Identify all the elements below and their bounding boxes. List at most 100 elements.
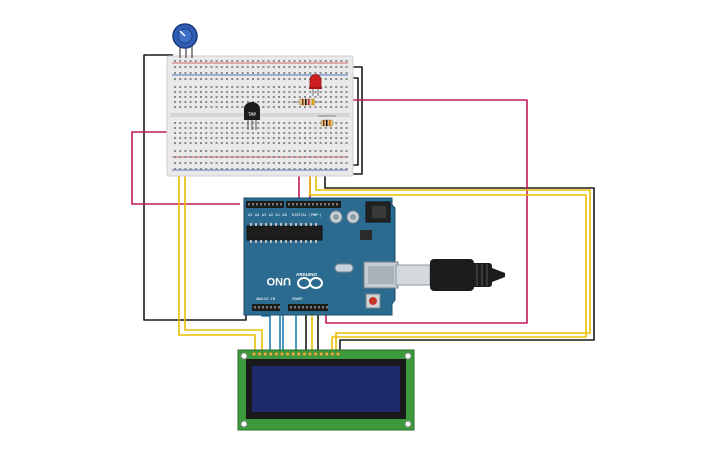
- breadboard-hole: [226, 137, 228, 139]
- breadboard-hole: [288, 122, 291, 124]
- breadboard-hole: [210, 91, 213, 93]
- resistor-icon[interactable]: [318, 115, 336, 127]
- breadboard-hole: [241, 122, 244, 124]
- breadboard-hole: [252, 78, 254, 80]
- breadboard-hole: [174, 156, 176, 158]
- breadboard-hole: [241, 86, 244, 88]
- breadboard-hole: [324, 150, 327, 152]
- breadboard-hole: [314, 162, 317, 164]
- breadboard-hole: [330, 127, 332, 129]
- breadboard-hole: [241, 78, 244, 80]
- breadboard-hole: [241, 91, 244, 93]
- breadboard-hole: [252, 162, 254, 164]
- breadboard-hole: [345, 162, 348, 164]
- breadboard-hole: [330, 96, 332, 98]
- breadboard-hole: [304, 137, 306, 139]
- breadboard-hole: [288, 106, 291, 108]
- breadboard-hole: [215, 132, 218, 134]
- breadboard-hole: [267, 72, 270, 74]
- chip-pin: [260, 223, 262, 226]
- breadboard-hole: [283, 60, 286, 62]
- header-pin: [306, 306, 308, 309]
- chip-pin: [300, 223, 302, 226]
- breadboard-hole: [288, 156, 291, 158]
- breadboard-hole: [335, 150, 338, 152]
- breadboard-hole: [236, 137, 239, 139]
- chip-pin: [265, 240, 267, 243]
- breadboard-hole: [215, 162, 218, 164]
- header-pin: [294, 306, 296, 309]
- breadboard-hole: [298, 156, 301, 158]
- breadboard-hole: [319, 137, 322, 139]
- breadboard-hole: [210, 156, 213, 158]
- led-icon[interactable]: [309, 74, 322, 97]
- breadboard-hole: [231, 156, 234, 158]
- breadboard-hole: [314, 156, 317, 158]
- breadboard-hole: [246, 60, 249, 62]
- breadboard-hole: [252, 86, 254, 88]
- breadboard-hole: [194, 127, 197, 129]
- potentiometer-icon[interactable]: [172, 23, 198, 58]
- breadboard-hole: [340, 72, 343, 74]
- breadboard-hole: [210, 122, 213, 124]
- breadboard-hole: [335, 72, 338, 74]
- breadboard-hole: [298, 66, 301, 68]
- resistor-icon[interactable]: [292, 98, 322, 106]
- breadboard-hole: [324, 72, 327, 74]
- breadboard-hole: [330, 137, 332, 139]
- breadboard-hole: [283, 91, 286, 93]
- chip-pin: [290, 223, 292, 226]
- breadboard-hole: [174, 101, 176, 103]
- breadboard-hole: [298, 162, 301, 164]
- breadboard-hole: [288, 91, 291, 93]
- breadboard-hole: [262, 162, 265, 164]
- breadboard-hole: [298, 106, 301, 108]
- breadboard-hole: [205, 96, 208, 98]
- breadboard-hole: [330, 72, 332, 74]
- breadboard-hole: [179, 91, 182, 93]
- breadboard-hole: [236, 66, 239, 68]
- breadboard-hole: [184, 150, 187, 152]
- breadboard-hole: [304, 122, 306, 124]
- breadboard-hole: [241, 137, 244, 139]
- breadboard-hole: [298, 150, 301, 152]
- breadboard-hole: [262, 78, 265, 80]
- breadboard-hole: [220, 106, 223, 108]
- header-pin: [270, 306, 272, 309]
- breadboard-hole: [220, 137, 223, 139]
- sensor-label: TMP: [248, 112, 256, 118]
- temperature-sensor[interactable]: TMP: [244, 102, 260, 130]
- breadboard-hole: [304, 162, 306, 164]
- breadboard-hole: [272, 122, 275, 124]
- breadboard-hole: [252, 72, 254, 74]
- breadboard-hole: [226, 156, 228, 158]
- breadboard-hole: [283, 96, 286, 98]
- header-pin: [278, 306, 280, 309]
- breadboard-hole: [267, 66, 270, 68]
- lcd-pin: [330, 351, 335, 357]
- breadboard-hole: [184, 66, 187, 68]
- breadboard-hole: [220, 78, 223, 80]
- breadboard-hole: [267, 137, 270, 139]
- breadboard-hole: [335, 86, 338, 88]
- chip-pin: [285, 240, 287, 243]
- breadboard-hole: [200, 101, 202, 103]
- lcd-pin: [324, 351, 329, 357]
- breadboard-hole: [231, 127, 234, 129]
- breadboard-hole: [205, 168, 208, 170]
- breadboard-hole: [252, 101, 254, 103]
- breadboard-hole: [246, 86, 249, 88]
- arduino-uno-board[interactable]: A5 A4 A3 A2 A1 A0 DIGITAL (PWM~) ANALOG …: [243, 197, 399, 316]
- lcd-display-16x2[interactable]: [237, 349, 415, 431]
- breadboard-hole: [309, 168, 312, 170]
- breadboard-hole: [278, 150, 280, 152]
- breadboard-hole: [220, 156, 223, 158]
- header-pin: [276, 203, 278, 206]
- breadboard-hole: [241, 66, 244, 68]
- breadboard-hole: [298, 142, 301, 144]
- breadboard-hole: [189, 137, 192, 139]
- breadboard-hole: [226, 162, 228, 164]
- breadboard-hole: [257, 72, 260, 74]
- breadboard-hole: [288, 96, 291, 98]
- breadboard-hole: [267, 150, 270, 152]
